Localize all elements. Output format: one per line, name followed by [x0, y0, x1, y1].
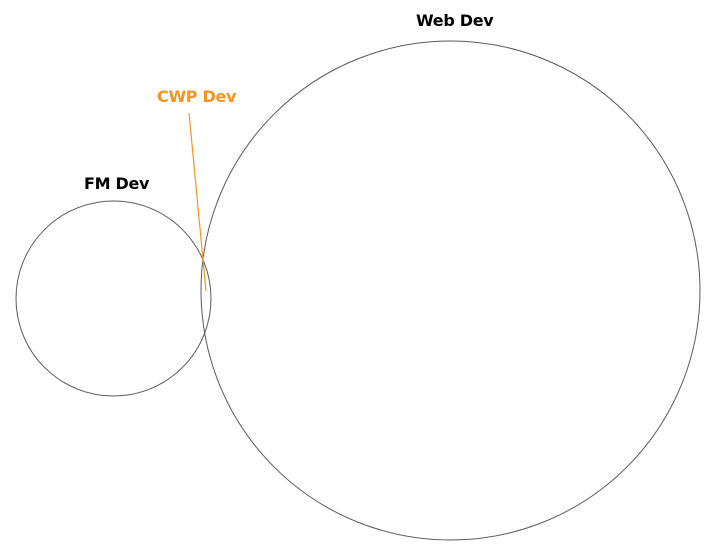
fm-dev-circle — [15, 200, 212, 397]
web-dev-circle — [200, 40, 701, 541]
fm-dev-label: FM Dev — [84, 174, 150, 193]
cwp-dev-label: CWP Dev — [157, 87, 237, 106]
web-dev-label: Web Dev — [416, 11, 494, 30]
cwp-dev-pointer-line — [188, 112, 207, 292]
